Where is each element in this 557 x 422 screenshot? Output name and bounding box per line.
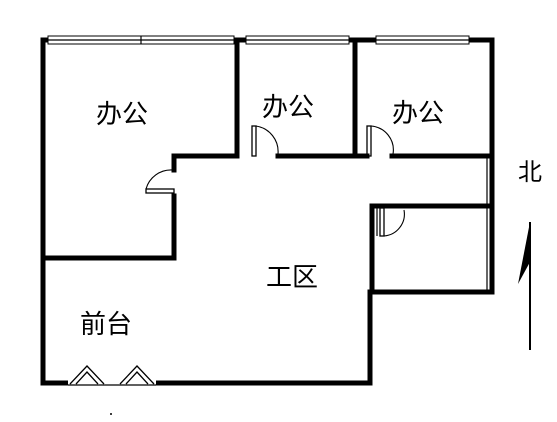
door-office2	[251, 125, 279, 157]
compass-label: 北	[518, 158, 542, 186]
door-entrance	[68, 365, 156, 387]
doors	[68, 125, 405, 387]
door-office3-swing	[370, 125, 394, 155]
door-office3-leaf	[366, 125, 372, 157]
windows	[47, 35, 470, 45]
label-office-3: 办公	[392, 99, 444, 129]
label-office-1: 办公	[96, 100, 148, 130]
door-smallroom-leaf	[379, 207, 385, 237]
room-labels: 办公 办公 办公 工区 前台	[80, 93, 444, 340]
door-entrance-gap	[68, 379, 156, 387]
label-office-2: 办公	[262, 93, 314, 123]
label-work-area: 工区	[266, 263, 318, 293]
north-arrow-head	[518, 222, 530, 284]
door-entrance-left-outer	[69, 365, 105, 385]
door-entrance-right-outer	[119, 365, 155, 385]
interior-walls	[40, 37, 495, 295]
dot-mark	[110, 413, 112, 415]
door-office1-leaf	[145, 188, 175, 194]
door-office3	[366, 125, 394, 157]
door-entrance-left-inner	[75, 371, 99, 385]
door-smallroom-swing	[383, 209, 405, 237]
door-office2-swing	[255, 125, 279, 155]
door-office1-swing	[145, 169, 173, 190]
door-office1	[145, 169, 175, 194]
door-smallroom	[379, 207, 405, 237]
label-reception: 前台	[80, 310, 132, 340]
north-arrow: 北	[518, 158, 542, 350]
door-office2-leaf	[251, 125, 257, 157]
door-entrance-right-inner	[125, 371, 149, 385]
